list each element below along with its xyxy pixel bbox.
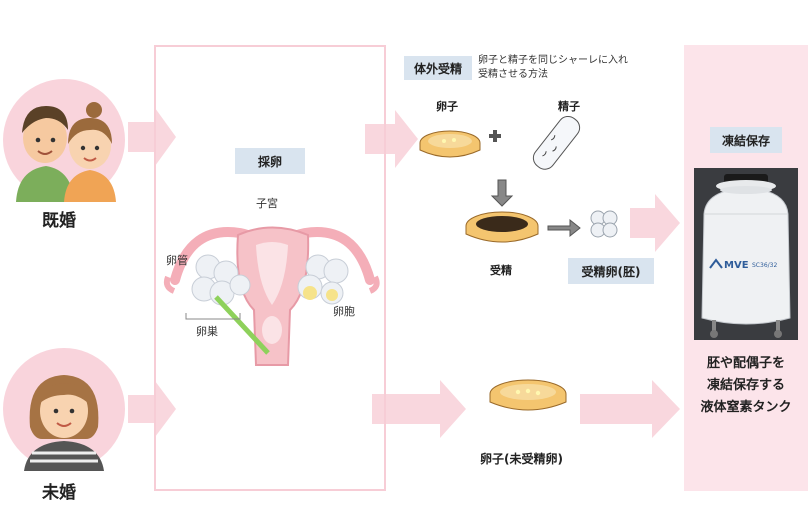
ivf-tag: 体外受精: [404, 56, 472, 80]
ovary-label: 卵巣: [196, 325, 218, 338]
arrow-egg-to-freezing: [580, 380, 680, 438]
retrieval-panel: [154, 45, 386, 491]
embryo-tag: 受精卵(胚): [568, 258, 654, 284]
freezing-caption-line2: 凍結保存する: [706, 378, 785, 393]
ivf-description: 卵子と精子を同じシャーレに入れ 受精させる方法: [478, 54, 628, 82]
unmarried-avatar: [2, 347, 126, 471]
tank-brand: MVE: [724, 260, 749, 271]
uterus-illustration: [163, 226, 380, 366]
arrow-retrieval-to-egg: [372, 380, 466, 438]
freezing-caption-line1: 胚や配偶子を: [706, 356, 785, 371]
ivf-sperm-label: 精子: [558, 100, 580, 113]
unfertilized-egg-dish: [489, 379, 567, 411]
uterus-label: 子宮: [256, 197, 278, 210]
arrow-retrieval-to-ivf: [365, 110, 418, 168]
freezing-caption: 胚や配偶子を 凍結保存する 液体窒素タンク: [686, 353, 806, 419]
tank-photo: MVE SC36/32: [694, 168, 798, 340]
ivf-egg-label: 卵子: [436, 100, 458, 113]
married-label: 既婚: [42, 211, 76, 231]
freezing-caption-line3: 液体窒素タンク: [700, 400, 792, 415]
arrow-unmarried-to-retrieval: [128, 381, 176, 437]
fertilized-label: 受精: [490, 264, 512, 277]
ivf-dishes-illustration: [419, 115, 618, 243]
married-avatar: [2, 78, 126, 202]
ivf-desc-line1: 卵子と精子を同じシャーレに入れ: [478, 55, 628, 66]
arrow-married-to-retrieval: [128, 108, 176, 166]
follicle-label: 卵胞: [333, 305, 355, 318]
arrow-embryo-to-freezing: [630, 194, 680, 252]
retrieval-tag: 採卵: [235, 148, 305, 174]
tank-model: SC36/32: [752, 262, 778, 269]
unmarried-label: 未婚: [42, 483, 76, 503]
oviduct-label: 卵管: [166, 254, 188, 267]
unfertilized-label: 卵子(未受精卵): [480, 452, 563, 466]
freezing-tag: 凍結保存: [710, 127, 782, 153]
ivf-desc-line2: 受精させる方法: [478, 69, 548, 80]
